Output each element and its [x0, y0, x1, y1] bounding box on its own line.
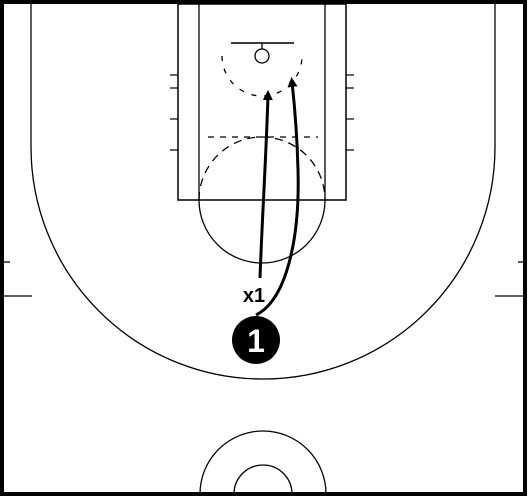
drive-offense-1-path	[255, 77, 300, 317]
rim	[254, 48, 270, 64]
free-throw-circle-dashed	[198, 136, 326, 201]
center-circle-inner	[233, 464, 293, 495]
player-1-circle	[232, 316, 280, 364]
center-circle-outer	[199, 430, 327, 495]
drive-defense-1-path	[258, 90, 273, 279]
lane-outer	[177, 3, 347, 201]
three-point-line	[30, 4, 496, 380]
player-1-label: 1	[247, 323, 265, 359]
restricted-area-arc	[221, 55, 303, 97]
offense-player-1: 1	[232, 316, 280, 364]
defender-x1-label: x1	[243, 285, 265, 307]
sideline-marks	[4, 261, 524, 297]
lane-hash-marks	[170, 74, 354, 151]
